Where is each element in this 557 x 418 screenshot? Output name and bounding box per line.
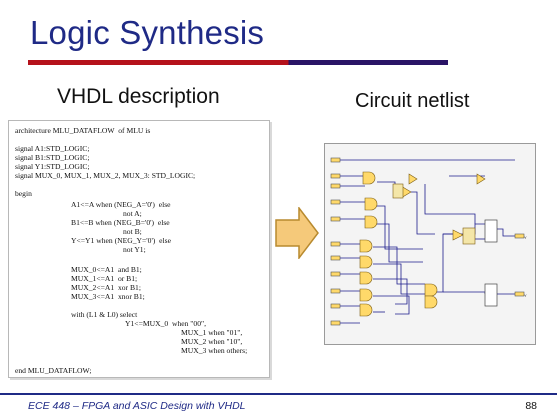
code-line: MUX_2<=A1 xor B1;: [71, 283, 141, 292]
right-arrow-icon: [275, 207, 319, 259]
circuit-netlist-heading: Circuit netlist: [355, 90, 470, 112]
code-line: MUX_1<=A1 or B1;: [71, 274, 138, 283]
code-line: MUX_0<=A1 and B1;: [71, 265, 142, 274]
code-line: architecture MLU_DATAFLOW of MLU is: [15, 126, 151, 135]
code-line: signal B1:STD_LOGIC;: [15, 153, 90, 162]
output-port-label: Y: [524, 235, 527, 240]
code-line: Y1<=MUX_0 when "00",: [125, 319, 206, 328]
code-line: MUX_2 when "10",: [181, 337, 243, 346]
code-line: B1<=B when (NEG_B='0') else: [71, 218, 170, 227]
vhdl-code-panel: architecture MLU_DATAFLOW of MLU is sign…: [8, 120, 270, 378]
footer-course-title: ECE 448 – FPGA and ASIC Design with VHDL: [28, 400, 246, 412]
code-line: signal MUX_0, MUX_1, MUX_2, MUX_3: STD_L…: [15, 171, 196, 180]
code-line: MUX_1 when "01",: [181, 328, 243, 337]
slide-title: Logic Synthesis: [30, 14, 265, 51]
code-line: A1<=A when (NEG_A='0') else: [71, 200, 171, 209]
code-line: MUX_3 when others;: [181, 346, 248, 355]
title-underline: [28, 60, 448, 65]
code-line: MUX_3<=A1 xnor B1;: [71, 292, 145, 301]
netlist-schematic: Y Y: [330, 157, 527, 326]
code-line: with (L1 & L0) select: [71, 310, 138, 319]
code-line: signal Y1:STD_LOGIC;: [15, 162, 90, 171]
vhdl-description-heading: VHDL description: [57, 85, 220, 108]
circuit-netlist-diagram: Y Y: [324, 143, 536, 345]
code-line: not Y1;: [123, 245, 146, 254]
code-line: not A;: [123, 209, 142, 218]
page-number: 88: [525, 400, 537, 412]
code-line: begin: [15, 189, 32, 198]
output-port-label: Y: [524, 293, 527, 298]
code-line: signal A1:STD_LOGIC;: [15, 144, 90, 153]
code-line: not B;: [123, 227, 142, 236]
footer-rule: [0, 393, 557, 395]
code-line: Y<=Y1 when (NEG_Y='0') else: [71, 236, 171, 245]
code-line: end MLU_DATAFLOW;: [15, 366, 92, 375]
